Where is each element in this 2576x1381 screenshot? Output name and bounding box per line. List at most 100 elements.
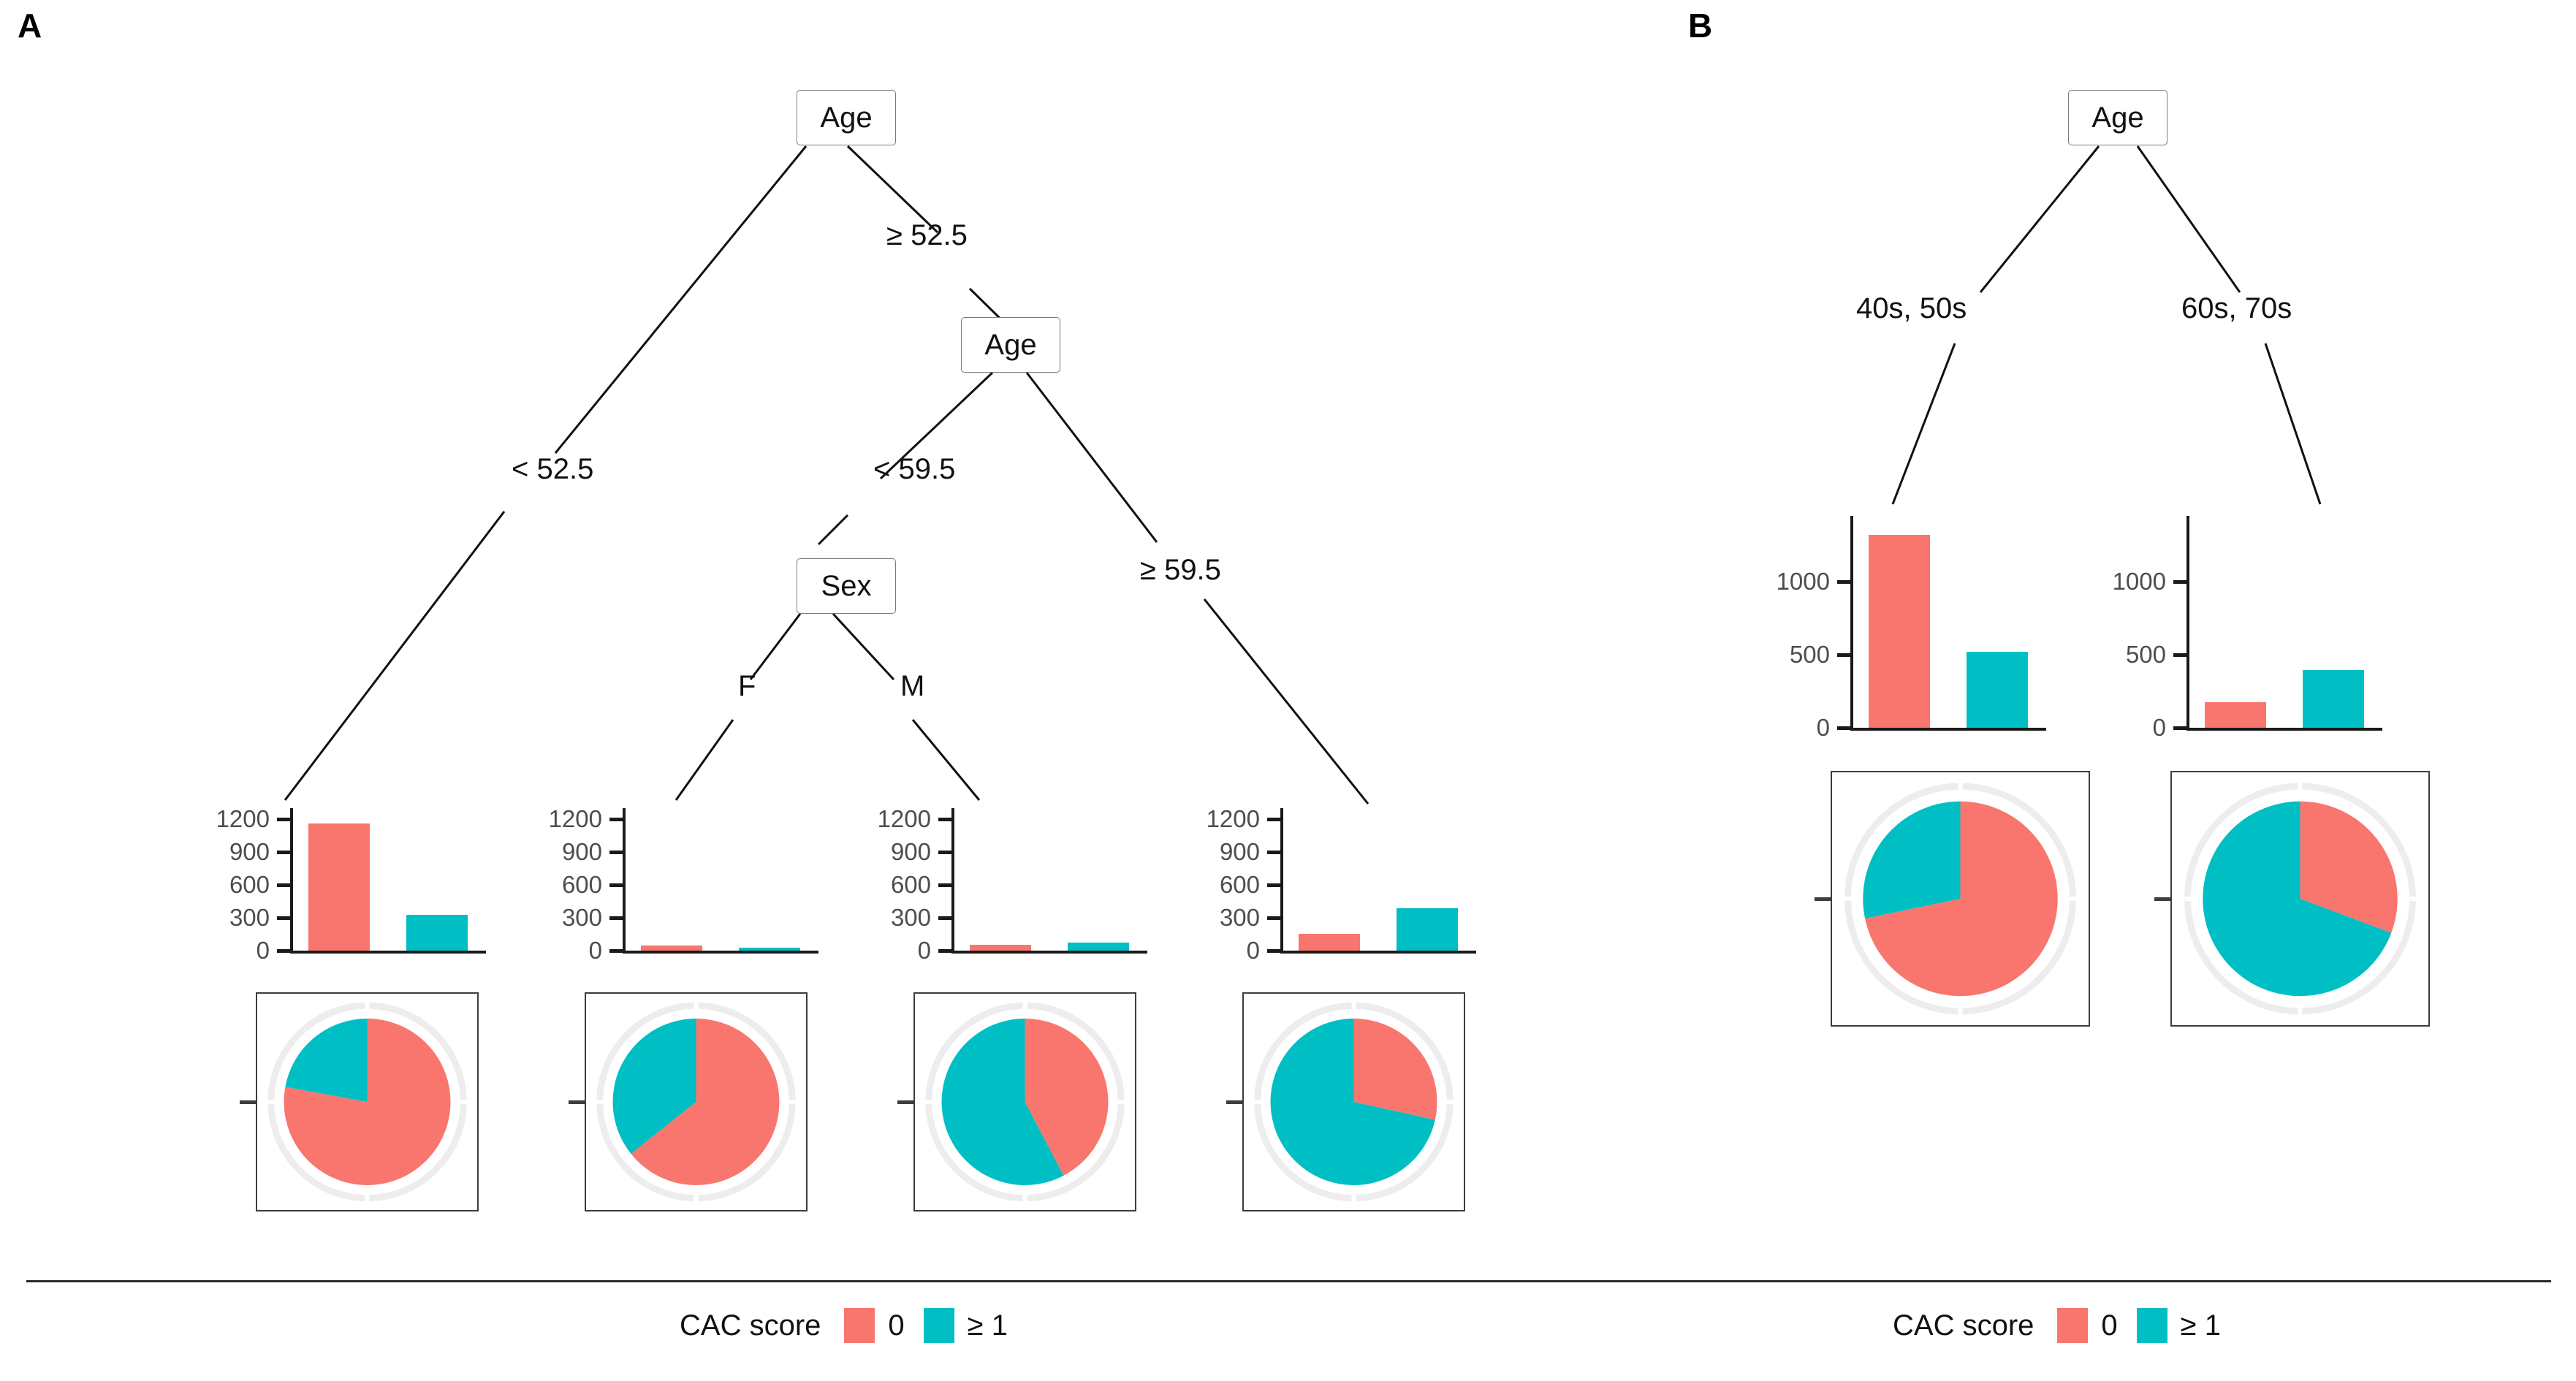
pie-axis-tick [240,1100,256,1104]
legend-label-cac-0-a: 0 [888,1309,905,1342]
edge-label-age-lt-59: < 59.5 [873,453,956,485]
legend-panel-b: CAC score 0 ≥ 1 [1893,1308,2221,1343]
y-axis-tick [2173,580,2186,584]
tree-node-age-root-b[interactable]: Age [2068,90,2167,145]
y-axis-tick-label: 1200 [1206,805,1260,832]
y-axis-tick [277,851,290,854]
y-axis-tick-label: 300 [890,904,931,931]
y-axis-tick-label: 600 [561,871,602,898]
bar-cac-ge1 [406,914,468,951]
bar-cac-ge1 [2303,670,2364,728]
pie-slice-cac-0 [1025,1019,1109,1176]
bar-cac-ge1 [1068,942,1129,951]
legend-swatch-cac-ge1-a [923,1308,954,1343]
y-axis-line [1850,516,1853,728]
y-axis-line [951,808,954,951]
y-axis-tick [938,851,951,854]
tree-node-label: Age [2091,101,2144,134]
y-axis-tick-label: 900 [561,838,602,865]
y-axis-tick [2173,653,2186,657]
y-axis-line [623,808,626,951]
y-axis-tick-label: 500 [2125,641,2166,668]
legend-key-cac-0-a[interactable]: 0 [844,1308,905,1343]
legend-label-cac-ge1-a: ≥ 1 [967,1309,1008,1342]
y-axis-tick-label: 0 [1816,714,1830,741]
pie-slice-cac-ge1 [941,1019,1064,1185]
tree-node-sex-a[interactable]: Sex [797,558,896,614]
x-axis-line [951,951,1147,954]
bar-cac-0 [2205,702,2266,728]
panel-label-b: B [1688,7,1713,45]
bar-cac-0 [641,946,702,951]
y-axis-tick-label: 600 [229,871,270,898]
y-axis-tick-label: 0 [917,937,931,964]
y-axis-tick-label: 0 [256,937,270,964]
pie-slice-cac-ge1 [612,1019,696,1154]
y-axis-tick-label: 1200 [877,805,931,832]
y-axis-tick-label: 1000 [2112,568,2166,595]
y-axis-tick [609,818,623,821]
y-axis-tick [1267,818,1280,821]
pie-axis-tick [897,1100,913,1104]
y-axis-line [2186,516,2189,728]
legend-key-cac-0-b[interactable]: 0 [2057,1308,2118,1343]
y-axis-tick [1837,580,1850,584]
y-axis-tick [938,883,951,887]
edge-label-age-ge-59: ≥ 59.5 [1140,554,1221,586]
panel-label-a: A [18,7,42,45]
y-axis-tick-label: 1200 [548,805,602,832]
pie-slice-cac-ge1 [1863,801,1961,919]
legend-key-cac-ge1-b[interactable]: ≥ 1 [2136,1308,2221,1343]
pie-axis-tick [1226,1100,1242,1104]
x-axis-line [2186,728,2382,731]
pie-axis-tick [1815,897,1831,901]
legend-divider [26,1280,2551,1282]
y-axis-tick-label: 900 [229,838,270,865]
y-axis-tick-label: 900 [1219,838,1260,865]
y-axis-tick-label: 300 [1219,904,1260,931]
legend-swatch-cac-ge1-b [2136,1308,2167,1343]
tree-node-label: Age [820,101,873,134]
y-axis-tick [1267,916,1280,920]
y-axis-tick-label: 300 [229,904,270,931]
y-axis-tick [609,851,623,854]
y-axis-tick-label: 0 [588,937,602,964]
pie-slice-cac-0 [284,1019,451,1185]
y-axis-tick-label: 900 [890,838,931,865]
y-axis-line [1280,808,1283,951]
y-axis-tick [277,949,290,953]
y-axis-tick [609,916,623,920]
x-axis-line [623,951,818,954]
leaf-piechart-frame-a4 [1226,992,1465,1211]
bar-cac-0 [1869,535,1930,728]
pie-slice-cac-0 [1353,1019,1437,1120]
pie-slice-cac-ge1 [1270,1019,1435,1185]
tree-node-age-root-a[interactable]: Age [797,90,896,145]
bar-cac-ge1 [1397,908,1458,951]
y-axis-tick-label: 600 [1219,871,1260,898]
legend-key-cac-ge1-a[interactable]: ≥ 1 [923,1308,1008,1343]
legend-swatch-cac-0-a [844,1308,875,1343]
y-axis-tick-label: 1000 [1776,568,1830,595]
y-axis-tick [1837,726,1850,730]
pie-svg [1842,781,2078,1016]
pie-slice-cac-ge1 [285,1019,368,1102]
pie-axis-tick [2154,897,2170,901]
leaf-piechart-frame-b1 [1815,771,2090,1027]
pie-slice-cac-0 [2300,801,2398,933]
tree-node-label: Sex [821,569,872,602]
legend-panel-a: CAC score 0 ≥ 1 [680,1308,1008,1343]
legend-label-cac-0-b: 0 [2101,1309,2118,1342]
pie-svg [265,1000,469,1203]
y-axis-tick-label: 300 [561,904,602,931]
tree-node-label: Age [984,328,1037,361]
pie-slice-cac-0 [631,1019,780,1185]
tree-node-age-second-a[interactable]: Age [961,317,1060,373]
pie-axis-tick [569,1100,585,1104]
y-axis-tick [1267,883,1280,887]
pie-slice-cac-0 [1865,801,2058,997]
y-axis-tick-label: 0 [2152,714,2166,741]
